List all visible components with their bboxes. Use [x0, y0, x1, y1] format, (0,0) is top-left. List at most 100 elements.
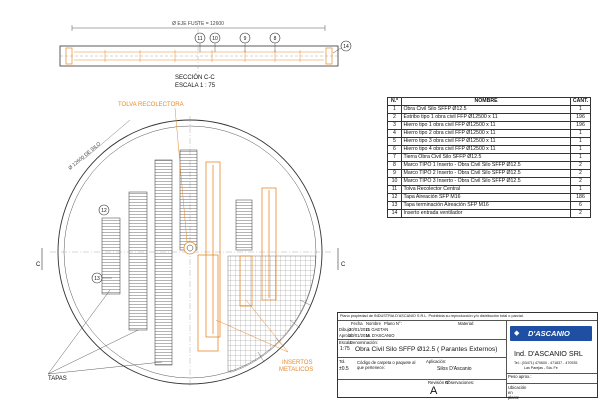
row-name: Obra Civil Silo SFFP Ø12.5 — [401, 105, 571, 114]
col-plano: Plano N°: — [384, 321, 402, 326]
tolva-label: TOLVA RECOLECTORA — [118, 102, 184, 108]
property-notice: Plano propiedad de INDUSTRIA D'ASCANIO S… — [340, 314, 524, 318]
row-name: Inserto entrada ventilador — [401, 209, 571, 218]
company-logo: D'ASCANIO ◆ — [510, 326, 592, 341]
observaciones-label: Observaciones: — [445, 380, 475, 385]
row-no: 2 — [387, 113, 402, 122]
row-name: Tapa terminación Aireación SFP M16 — [401, 201, 571, 210]
section-scale: ESCALA 1 : 75 — [175, 83, 216, 89]
tolerancia-value: ±0.5 — [339, 366, 349, 372]
denominacion-label: Denominación: — [350, 340, 378, 345]
row-name: Tierra Obra Civil Silo SFFP Ø12.5 — [401, 153, 571, 162]
row-no: 10 — [387, 177, 402, 186]
row-name: Hierro tipo 3 obra civil FFP Ø12500 x 11 — [401, 137, 571, 146]
row-qty: 186 — [570, 193, 591, 202]
svg-text:13: 13 — [94, 276, 100, 282]
tapas-label: TAPAS — [48, 376, 67, 382]
contact-2: Las Parejas - Sta. Fe — [524, 366, 558, 370]
logo-text: D'ASCANIO — [528, 329, 570, 338]
company-name: Ind. D'ASCANIO SRL — [514, 349, 583, 358]
title-block: Plano propiedad de INDUSTRIA D'ASCANIO S… — [337, 312, 598, 400]
row-aprobo: Aprobó — [339, 333, 353, 338]
row-qty: 2 — [570, 209, 591, 218]
row-no: 4 — [387, 129, 402, 138]
row-name: Hierro tipo 2 obra civil FFP Ø12500 x 11 — [401, 129, 571, 138]
insertos-label-1: INSERTOS — [282, 360, 312, 366]
row-name: Estribo tipo 1 obra civil FFP Ø12500 x 1… — [401, 113, 571, 122]
bubble-12: 12 — [98, 204, 110, 216]
bubble-11: 11 — [194, 32, 206, 52]
row-name: Hierro tipo 4 obra civil FFP Ø12500 x 11 — [401, 145, 571, 154]
codigo-label: Código de carpeta o paquete al que perte… — [357, 360, 416, 370]
header-qty: CANT. — [570, 97, 591, 106]
row-qty: 1 — [570, 129, 591, 138]
section-title: SECCIÓN C-C — [175, 74, 215, 81]
svg-text:9: 9 — [244, 36, 247, 42]
row-no: 14 — [387, 209, 402, 218]
revision-label: Revisión N° — [428, 380, 450, 385]
row-qty: 2 — [570, 161, 591, 170]
insertos-label-2: METALICOS — [279, 367, 313, 373]
row-no: 9 — [387, 169, 402, 178]
col-material: Material: — [458, 321, 475, 326]
row-name: Hierro tipo 1 obra civil FFP Ø12500 x 11 — [401, 121, 571, 130]
col-fecha: Fecha — [351, 321, 363, 326]
row-qty: 1 — [570, 185, 591, 194]
row-no: 8 — [387, 161, 402, 170]
escala-value: 1:75 — [340, 346, 350, 352]
parts-table-header: N.º NOMBRE CANT. — [387, 97, 591, 106]
tolerancia-label: Tol. — [339, 359, 346, 364]
peso-label: Peso aprox.: — [508, 374, 532, 379]
row-no: 12 — [387, 193, 402, 202]
row-no: 13 — [387, 201, 402, 210]
row-no: 11 — [387, 185, 402, 194]
contact-1: Tel.: (03471) 470600 - 471837 - 470935 — [514, 361, 578, 365]
row-dibujo: Dibujo — [339, 327, 351, 332]
row-qty: 1 — [570, 153, 591, 162]
row-qty: 196 — [570, 121, 591, 130]
dibujo-nombre: C. GAETAN — [366, 327, 389, 332]
bubble-14: 14 — [332, 40, 352, 54]
header-no: N.º — [387, 97, 402, 106]
section-c-c-view: Ø EJE FUSTE = 12600 11 10 9 — [59, 20, 352, 89]
svg-text:C: C — [36, 262, 41, 268]
col-nombre: Nombre — [366, 321, 381, 326]
revision-value: A — [430, 385, 438, 397]
cut-mark-right: C — [337, 248, 346, 270]
svg-text:10: 10 — [212, 36, 218, 42]
row-qty: 2 — [570, 177, 591, 186]
svg-text:12: 12 — [101, 208, 107, 214]
row-qty: 6 — [570, 201, 591, 210]
svg-text:8: 8 — [274, 36, 277, 42]
row-no: 7 — [387, 153, 402, 162]
row-no: 5 — [387, 137, 402, 146]
row-name: Tapa Aireación SFP M16 — [401, 193, 571, 202]
aplicacion-value: Silos D'Ascanio — [437, 366, 472, 372]
row-qty: 196 — [570, 113, 591, 122]
escala-label: Escala — [339, 340, 352, 345]
aprobo-fecha: 20/01/2016 — [349, 333, 370, 338]
row-qty: 2 — [570, 169, 591, 178]
bubble-10: 10 — [209, 32, 221, 52]
bubble-8: 8 — [269, 32, 281, 52]
bubble-13: 13 — [91, 272, 112, 284]
row-qty: 1 — [570, 105, 591, 114]
dibujo-fecha: 20/01/2016 — [349, 327, 370, 332]
aprobo-nombre: M. D'ASCANIO — [366, 333, 395, 338]
row-name: Tolva Recolector Central — [401, 185, 571, 194]
ubicacion-label: Ubicación en plano: — [508, 385, 527, 400]
